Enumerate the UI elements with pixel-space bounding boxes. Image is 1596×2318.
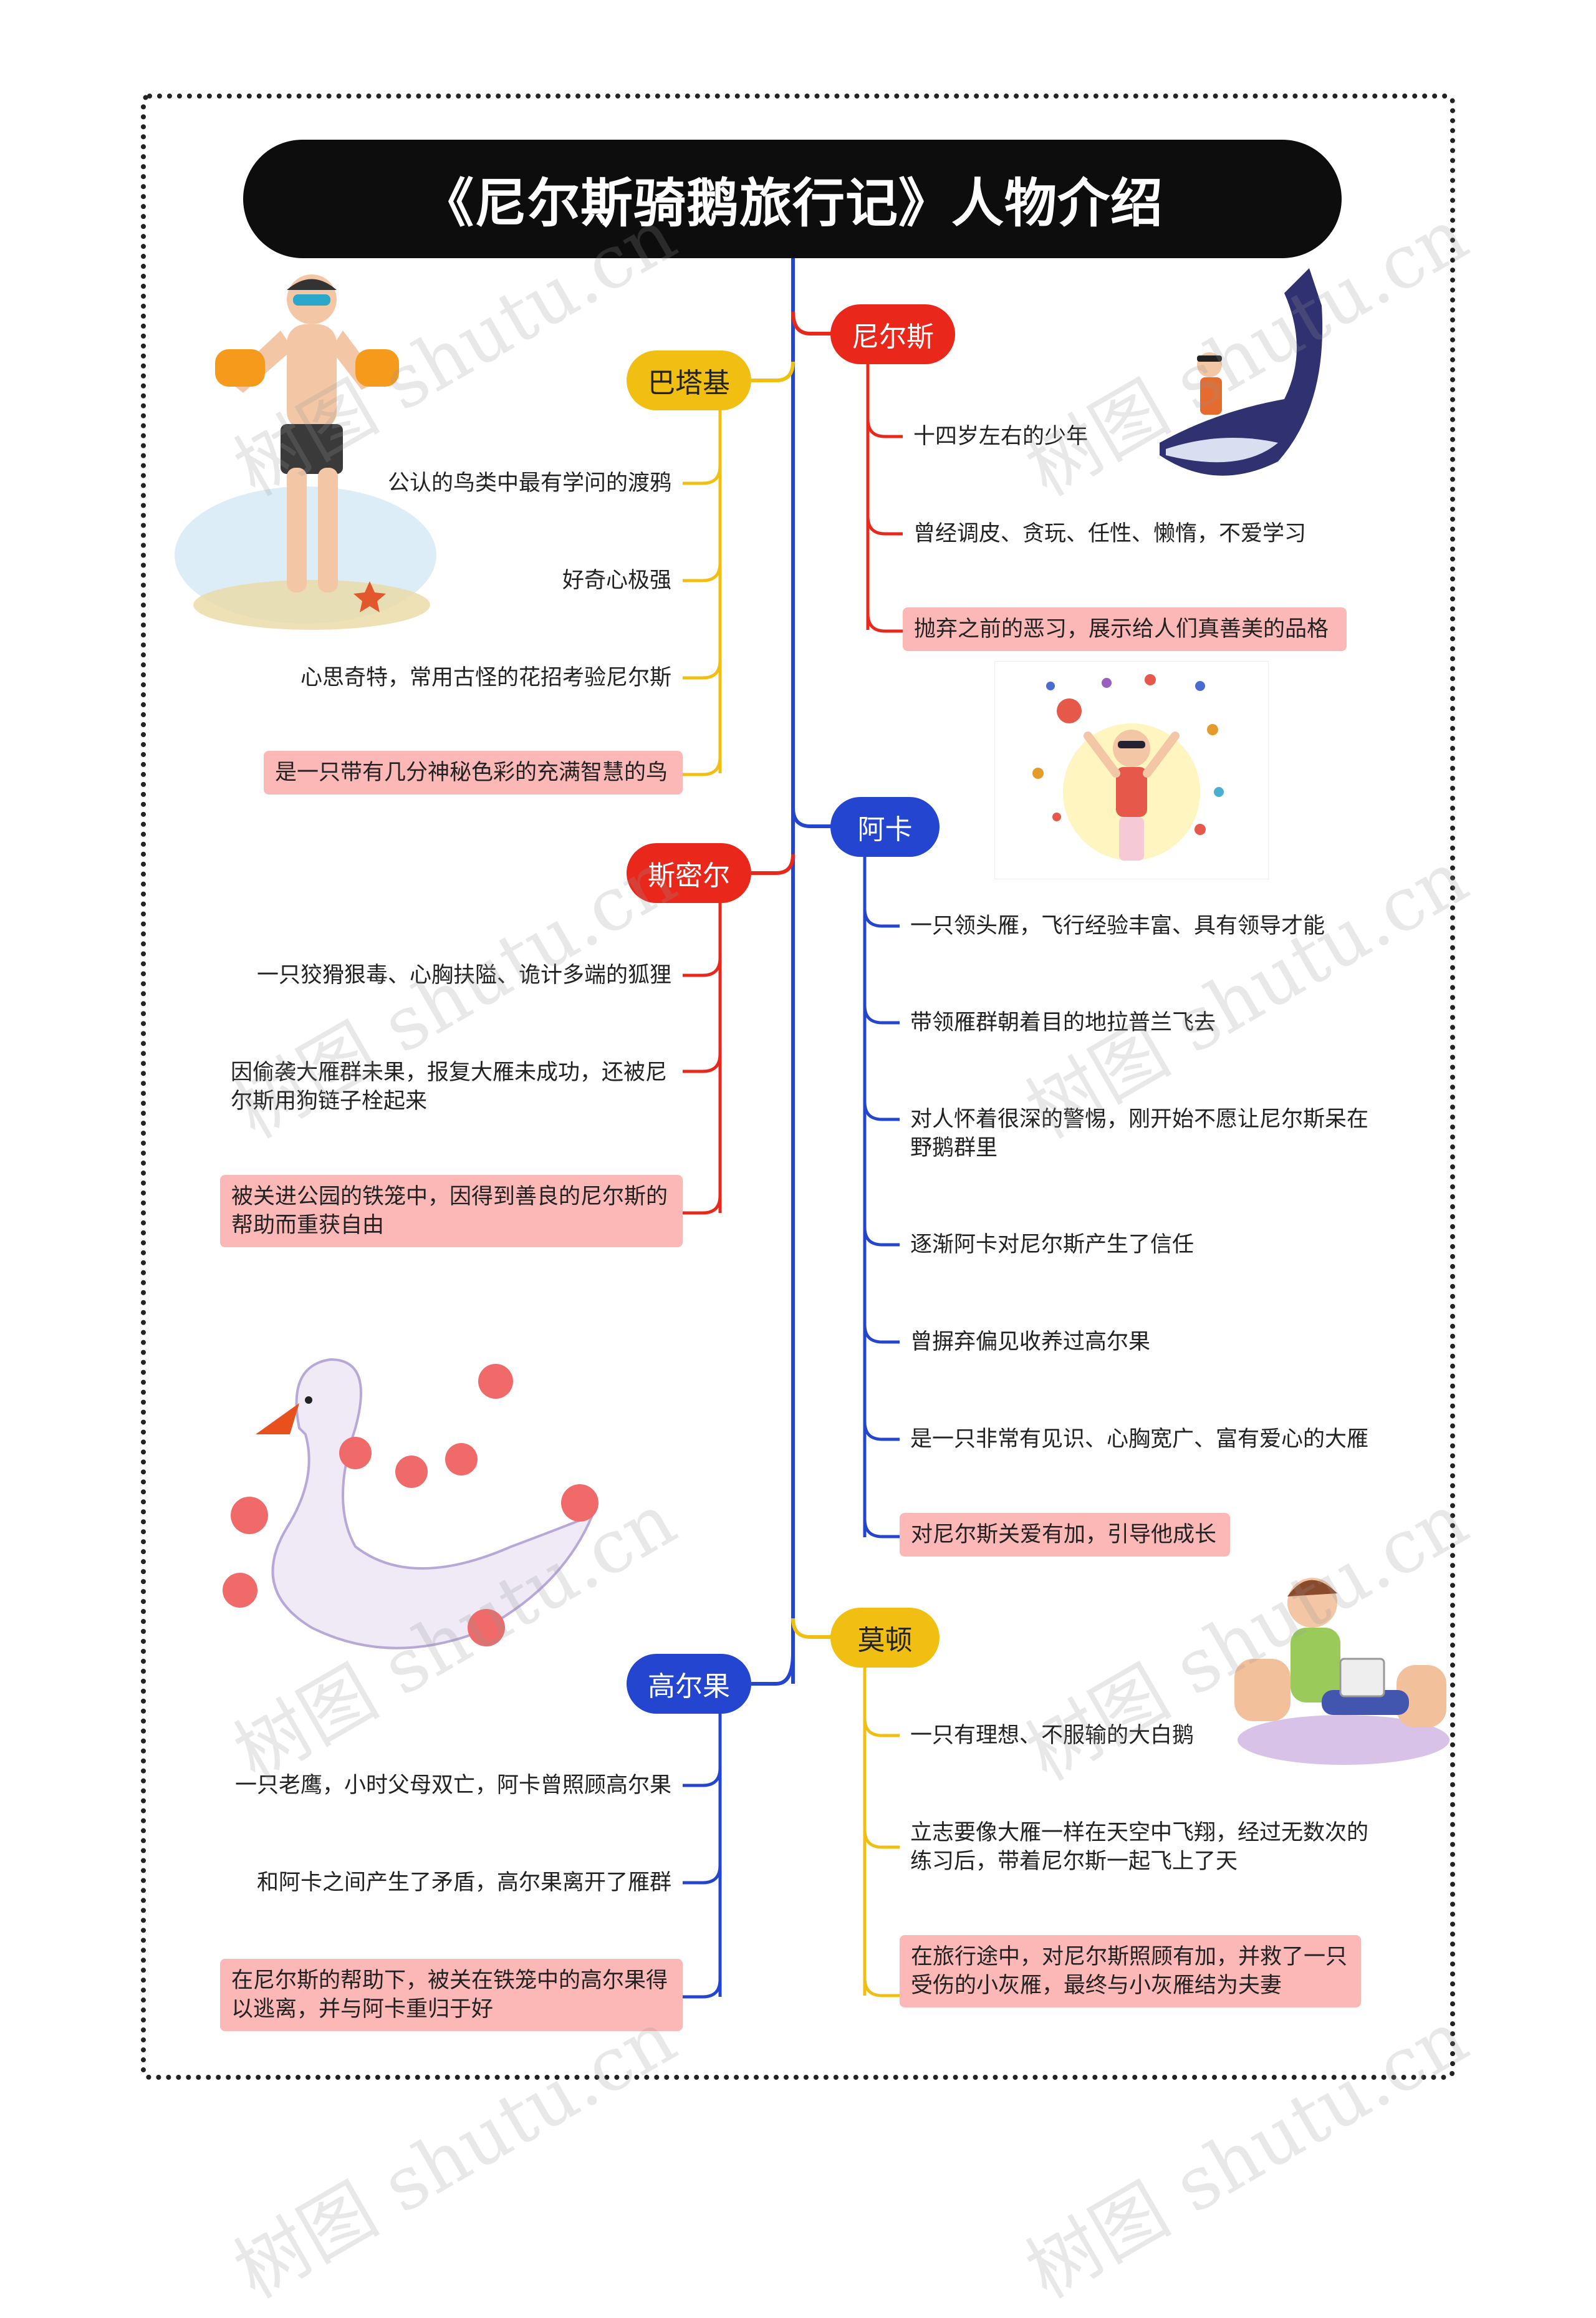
leaf-morten-1[interactable]: 一只有理想、不服输的大白鹅 [910, 1721, 1284, 1750]
whale-illustration [1122, 256, 1334, 493]
leaf-gorgo-3[interactable]: 在尼尔斯的帮助下，被关在铁笼中的高尔果得以逃离，并与阿卡重归于好 [220, 1959, 683, 2031]
mindmap-canvas: 《尼尔斯骑鹅旅行记》人物介绍 [0, 0, 1596, 2175]
leaf-akka-4[interactable]: 逐渐阿卡对尼尔斯产生了信任 [910, 1230, 1372, 1259]
leaf-gorgo-2[interactable]: 和阿卡之间产生了矛盾，高尔果离开了雁群 [237, 1868, 671, 1897]
connector-akka [793, 808, 832, 826]
connector-gorgo [751, 1653, 793, 1684]
dancing-kid-illustration [994, 661, 1269, 879]
leaf-smirre-2[interactable]: 因偷袭大雁群未果，报复大雁未成功，还被尼尔斯用狗链子栓起来 [231, 1058, 676, 1116]
branch-gorgo[interactable]: 高尔果 [627, 1654, 751, 1714]
leaf-akka-6[interactable]: 是一只非常有见识、心胸宽广、富有爱心的大雁 [910, 1425, 1384, 1454]
leaf-morten-3[interactable]: 在旅行途中，对尼尔斯照顾有加，并救了一只受伤的小灰雁，最终与小灰雁结为夫妻 [900, 1935, 1361, 2007]
branch-bataki[interactable]: 巴塔基 [627, 350, 751, 410]
leaf-akka-7[interactable]: 对尼尔斯关爱有加，引导他成长 [900, 1513, 1230, 1557]
leaf-akka-3[interactable]: 对人怀着很深的警惕，刚开始不愿让尼尔斯呆在野鹅群里 [910, 1105, 1372, 1162]
leaf-bataki-2[interactable]: 好奇心极强 [424, 566, 671, 595]
connector-smirre [751, 854, 793, 873]
leaf-akka-1[interactable]: 一只领头雁，飞行经验丰富、具有领导才能 [910, 912, 1372, 940]
leaf-morten-2[interactable]: 立志要像大雁一样在天空中飞翔，经过无数次的练习后，带着尼尔斯一起飞上了天 [910, 1818, 1368, 1876]
leaf-bataki-3[interactable]: 心思奇特，常用古怪的花招考验尼尔斯 [237, 664, 671, 692]
leaf-smirre-3[interactable]: 被关进公园的铁笼中，因得到善良的尼尔斯的帮助而重获自由 [220, 1175, 683, 1247]
leaf-nils-3[interactable]: 抛弃之前的恶习，展示给人们真善美的品格 [903, 607, 1347, 651]
branch-akka[interactable]: 阿卡 [830, 797, 940, 857]
connector-morten [793, 1618, 832, 1637]
leaf-bataki-4[interactable]: 是一只带有几分神秘色彩的充满智慧的鸟 [264, 751, 683, 794]
mindmap-title: 《尼尔斯骑鹅旅行记》人物介绍 [243, 140, 1342, 258]
leaf-smirre-1[interactable]: 一只狡猾狠毒、心胸扶隘、诡计多端的狐狸 [212, 961, 671, 990]
branch-nils[interactable]: 尼尔斯 [830, 304, 955, 364]
branch-smirre[interactable]: 斯密尔 [627, 843, 751, 903]
connector-bataki [751, 362, 793, 380]
swan-illustration [212, 1341, 611, 1690]
leaf-bataki-1[interactable]: 公认的鸟类中最有学问的渡鸦 [299, 469, 671, 498]
leaf-gorgo-1[interactable]: 一只老鹰，小时父母双亡，阿卡曾照顾高尔果 [212, 1771, 671, 1800]
leaf-nils-2[interactable]: 曾经调皮、贪玩、任性、懒惰，不爱学习 [913, 519, 1350, 548]
leaf-akka-2[interactable]: 带领雁群朝着目的地拉普兰飞去 [910, 1008, 1372, 1037]
leaf-akka-5[interactable]: 曾摒弃偏见收养过高尔果 [910, 1328, 1372, 1356]
leaf-nils-1[interactable]: 十四岁左右的少年 [913, 422, 1287, 451]
branch-morten[interactable]: 莫顿 [830, 1608, 940, 1668]
connector-nils [793, 312, 832, 334]
